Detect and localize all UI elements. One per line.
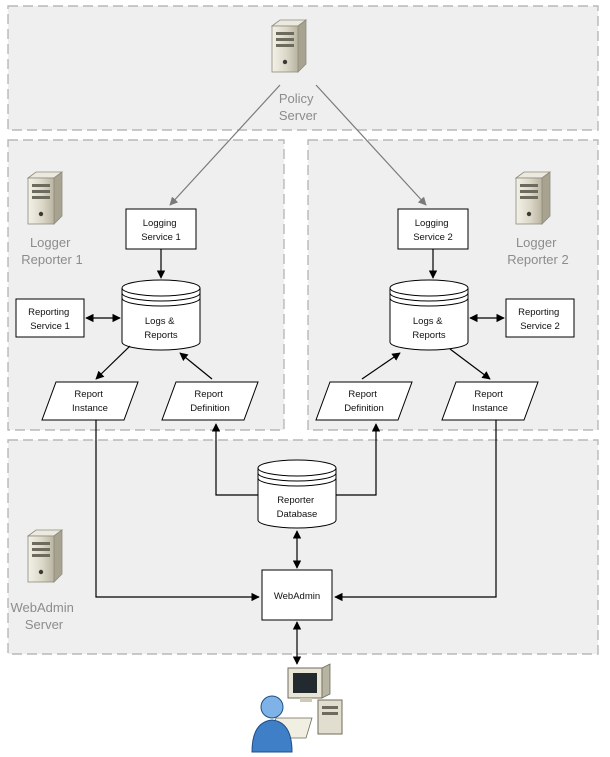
report-instance-1-label: Report Instance — [72, 389, 108, 414]
webadmin-box — [261, 569, 333, 621]
server-icon — [27, 171, 63, 225]
reporter-database-label: Reporter Database — [277, 495, 318, 520]
logging-service-2-box — [397, 208, 469, 250]
report-definition-1-shape — [161, 381, 259, 421]
user-computer-icon — [251, 663, 343, 753]
logs-reports-2-database — [389, 279, 469, 351]
logs-reports-2-label: Logs & Reports — [412, 316, 446, 341]
logging-service-1-label: Logging Service 1 — [141, 218, 181, 243]
server-icon — [271, 19, 307, 73]
reporting-service-2-label: Reporting Service 2 — [518, 307, 562, 332]
db-to-definition-2-connector — [336, 423, 381, 496]
logger-reporter-1-label: Logger Reporter 1 — [21, 235, 82, 267]
server-icon — [27, 529, 63, 583]
reporter-database — [257, 459, 337, 529]
webadmin-server-label: WebAdmin Server — [11, 600, 78, 632]
report-instance-2-label: Report Instance — [472, 389, 508, 414]
instance-2-to-webadmin-connector — [334, 420, 497, 602]
logs-reports-1-database — [121, 279, 201, 351]
db-to-definition-1-connector — [211, 423, 258, 496]
reporting-service-1-label: Reporting Service 1 — [28, 307, 72, 332]
logs-reports-1-label: Logs & Reports — [144, 316, 178, 341]
logs-1-to-instance-arrow — [95, 345, 131, 380]
logging-service-2-label: Logging Service 2 — [413, 218, 453, 243]
policy-to-logging-2-arrow — [315, 84, 427, 206]
logger-reporter-2-label: Logger Reporter 2 — [507, 235, 568, 267]
reporting-service-2-box — [505, 298, 575, 338]
report-definition-1-label: Report Definition — [190, 389, 230, 414]
report-definition-2-shape — [315, 381, 413, 421]
logging-service-1-box — [125, 208, 197, 250]
report-instance-2-shape — [441, 381, 539, 421]
instance-1-to-webadmin-connector — [95, 420, 260, 602]
report-instance-1-shape — [41, 381, 139, 421]
policy-server-label: Policy Server — [279, 91, 318, 123]
definition-2-to-logs-arrow — [361, 352, 401, 380]
server-icon — [515, 171, 551, 225]
logs-2-to-instance-arrow — [449, 348, 491, 380]
webadmin-label: WebAdmin — [274, 591, 320, 602]
reporting-service-1-box — [15, 298, 85, 338]
policy-to-logging-1-arrow — [169, 84, 281, 206]
report-definition-2-label: Report Definition — [344, 389, 384, 414]
definition-1-to-logs-arrow — [179, 352, 213, 380]
